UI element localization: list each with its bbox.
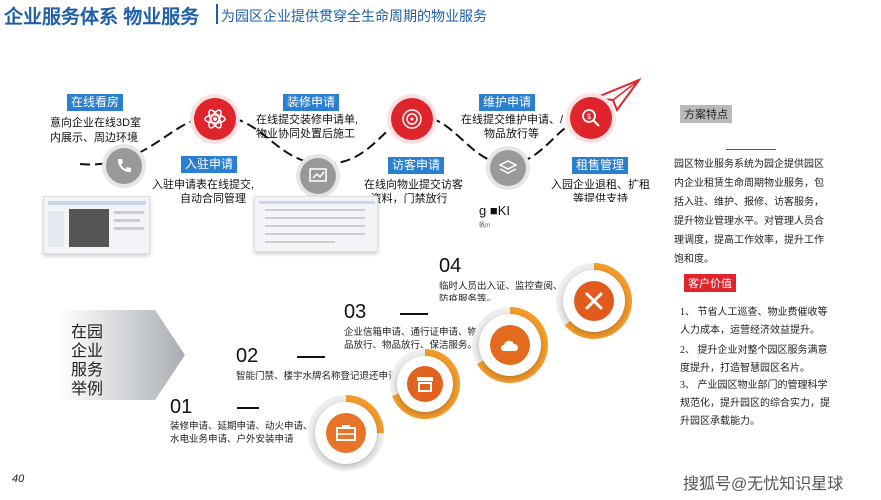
money-search-icon: $ xyxy=(570,97,612,139)
step-04-number: 04 xyxy=(439,255,462,277)
label-maintenance: 维护申请 xyxy=(479,94,536,111)
step-03-line2: 品放行、物品放行、保洁服务。 xyxy=(344,341,478,351)
label-leasing: 租售管理 xyxy=(572,157,629,174)
customer-value-item-3: 3、 产业园区物业部门的管理科学规范化，提升园区的综合实力，提升园区承载能力。 xyxy=(680,380,830,427)
step-01-core xyxy=(326,413,366,453)
maintenance-line2: 物品放行等 xyxy=(484,128,539,140)
visitor-line1: 在线向物业提交访客 xyxy=(364,179,463,191)
features-title: 方案特点 xyxy=(680,105,732,123)
step-03-core xyxy=(490,325,530,365)
checkin-line1: 入驻申请表在线提交, xyxy=(152,179,255,191)
chart-icon xyxy=(300,158,336,194)
services-title: 在园企业服务举例 xyxy=(70,324,103,398)
step-03-number: 03 xyxy=(344,301,367,323)
step-03-line1: 企业信箱申请、通行证申请、物 xyxy=(344,328,478,338)
watermark-text: 搜狐号@无忧知识星球 xyxy=(683,476,844,493)
layers-icon xyxy=(490,150,526,186)
decoration-line2: 物业协同处置后施工 xyxy=(256,128,355,140)
online-viewing-line2: 内展示、周边环境 xyxy=(50,132,138,144)
customer-value-title: 客户价值 xyxy=(684,274,736,292)
features-divider xyxy=(726,149,776,150)
step-02-core xyxy=(407,366,443,402)
label-decoration: 装修申请 xyxy=(283,94,340,111)
step-02-number: 02 xyxy=(236,345,259,367)
customer-value-item-1: 1、 节省人工巡查、物业费催收等人力成本，运营经济效益提升。 xyxy=(680,307,828,336)
page-number: 40 xyxy=(12,473,25,485)
maintenance-line1: 在线提交维护申请、/ xyxy=(461,114,564,126)
step-02-dash xyxy=(297,356,325,358)
title-divider xyxy=(216,4,218,24)
cloud-icon xyxy=(501,340,518,351)
features-text: 园区物业服务系统为园企提供园区内企业租赁生命周期物业服务，包括入驻、维护、报修、… xyxy=(674,159,824,265)
paper-plane-icon xyxy=(594,78,641,112)
leasing-line2: 等提供支持 xyxy=(573,193,628,202)
label-online-viewing: 在线看房 xyxy=(67,94,124,111)
step-01-ring-inner xyxy=(315,402,377,464)
screenshot-thumbnail-left xyxy=(43,196,150,254)
stray-small-text: 帆m xyxy=(479,223,490,229)
label-checkin: 入驻申请 xyxy=(181,156,238,173)
step-01-dash xyxy=(237,407,259,409)
svg-text:$: $ xyxy=(586,112,591,121)
step-04-line2: 防疫服务等。 xyxy=(439,295,497,301)
step-02-ring-inner xyxy=(397,356,453,412)
checkin-line2: 自动合同管理 xyxy=(180,193,246,205)
step-02-line1: 智能门禁、楼宇水牌名称登记退还申请、 xyxy=(236,372,408,382)
step-04-ring-inner xyxy=(563,270,625,332)
visitor-line2: ■资料，门禁放行 xyxy=(364,193,448,205)
step-01-number: 01 xyxy=(170,396,193,418)
online-viewing-line1: 意向企业在线3D室 xyxy=(50,117,142,129)
step-04-line1: 临时人员出入证、监控查阅、 xyxy=(439,282,563,292)
label-visitor: 访客申请 xyxy=(388,157,445,174)
stray-text: g ■KI xyxy=(479,203,510,218)
service-arrow-shape xyxy=(60,310,185,400)
leasing-line1: 入园企业退租、扩租 xyxy=(551,179,650,191)
step-03-ring-inner xyxy=(479,314,541,376)
screenshot-thumbnail-middle xyxy=(254,196,378,252)
tools-icon xyxy=(585,292,603,310)
customer-value-item-2: 2、 提升企业对整个园区服务满意度提升，打造智慧园区名片。 xyxy=(680,345,828,374)
decoration-line1: 在线提交装修申请单, xyxy=(256,114,359,126)
page-subtitle: 为园区企业提供贯穿全生命周期的物业服务 xyxy=(221,8,487,24)
target-icon xyxy=(391,98,433,140)
step-04-core xyxy=(574,281,614,321)
phone-icon xyxy=(106,148,142,184)
briefcase-icon xyxy=(336,425,356,441)
page-title: 企业服务体系 物业服务 xyxy=(4,7,200,28)
step-03-dash xyxy=(400,313,428,315)
step-01-line2: 水电业务申请、户外安装申请 xyxy=(170,435,294,445)
shop-icon xyxy=(417,377,433,392)
atom-icon xyxy=(194,98,236,140)
step-01-line1: 装修申请、延期申请、动火申请、 xyxy=(170,422,313,432)
